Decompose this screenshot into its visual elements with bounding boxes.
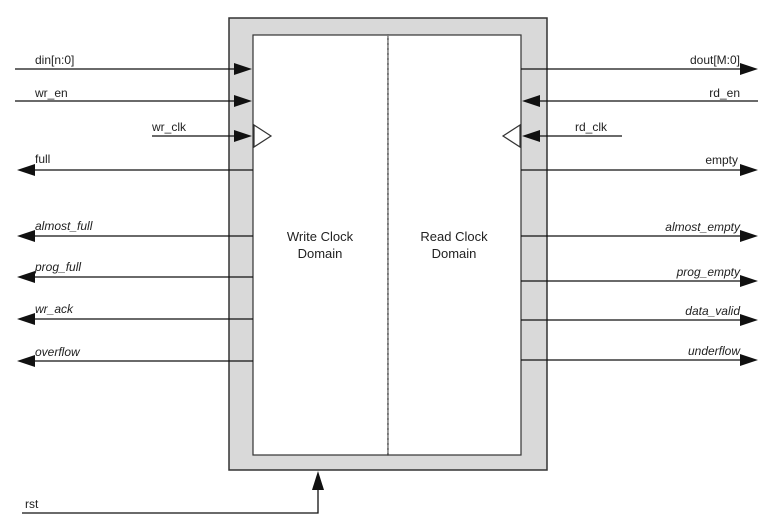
wr-clk-signal: wr_clk bbox=[151, 120, 273, 149]
write-domain-title-line2: Domain bbox=[298, 246, 343, 261]
full-label: full bbox=[35, 152, 50, 166]
read-domain-title-line2: Domain bbox=[432, 246, 477, 261]
data-valid-signal: data_valid bbox=[521, 304, 758, 326]
din-signal: din[n:0] bbox=[15, 53, 252, 75]
rst-label: rst bbox=[25, 497, 39, 511]
wr-ack-label: wr_ack bbox=[35, 302, 74, 316]
almost-full-label: almost_full bbox=[35, 219, 93, 233]
underflow-signal: underflow bbox=[521, 344, 758, 366]
rd-en-label: rd_en bbox=[709, 86, 740, 100]
almost-empty-signal: almost_empty bbox=[521, 220, 758, 242]
wr-en-signal: wr_en bbox=[15, 86, 252, 107]
almost-empty-label: almost_empty bbox=[665, 220, 741, 234]
rd-en-signal: rd_en bbox=[522, 86, 758, 107]
empty-signal: empty bbox=[521, 153, 758, 176]
prog-empty-signal: prog_empty bbox=[521, 265, 758, 287]
din-label: din[n:0] bbox=[35, 53, 74, 67]
read-domain-title-line1: Read Clock bbox=[420, 229, 488, 244]
underflow-label: underflow bbox=[688, 344, 741, 358]
wr-en-label: wr_en bbox=[34, 86, 68, 100]
prog-empty-label: prog_empty bbox=[676, 265, 741, 279]
dout-label: dout[M:0] bbox=[690, 53, 740, 67]
read-clock-domain-box bbox=[387, 34, 522, 456]
dout-signal: dout[M:0] bbox=[521, 53, 758, 75]
rst-signal: rst bbox=[22, 471, 324, 514]
wr-ack-signal: wr_ack bbox=[17, 302, 253, 325]
prog-full-label: prog_full bbox=[34, 260, 81, 274]
read-clock-edge-icon bbox=[501, 123, 521, 149]
rd-clk-label: rd_clk bbox=[575, 120, 608, 134]
overflow-label: overflow bbox=[35, 345, 81, 359]
rd-clk-signal: rd_clk bbox=[501, 120, 622, 149]
empty-label: empty bbox=[705, 153, 738, 167]
prog-full-signal: prog_full bbox=[17, 260, 253, 283]
write-domain-title-line1: Write Clock bbox=[287, 229, 354, 244]
almost-full-signal: almost_full bbox=[17, 219, 253, 242]
full-signal: full bbox=[17, 152, 253, 176]
data-valid-label: data_valid bbox=[685, 304, 740, 318]
write-clock-edge-icon bbox=[253, 123, 273, 149]
write-clock-domain-box bbox=[252, 34, 389, 456]
wr-clk-label: wr_clk bbox=[151, 120, 187, 134]
overflow-signal: overflow bbox=[17, 345, 253, 367]
